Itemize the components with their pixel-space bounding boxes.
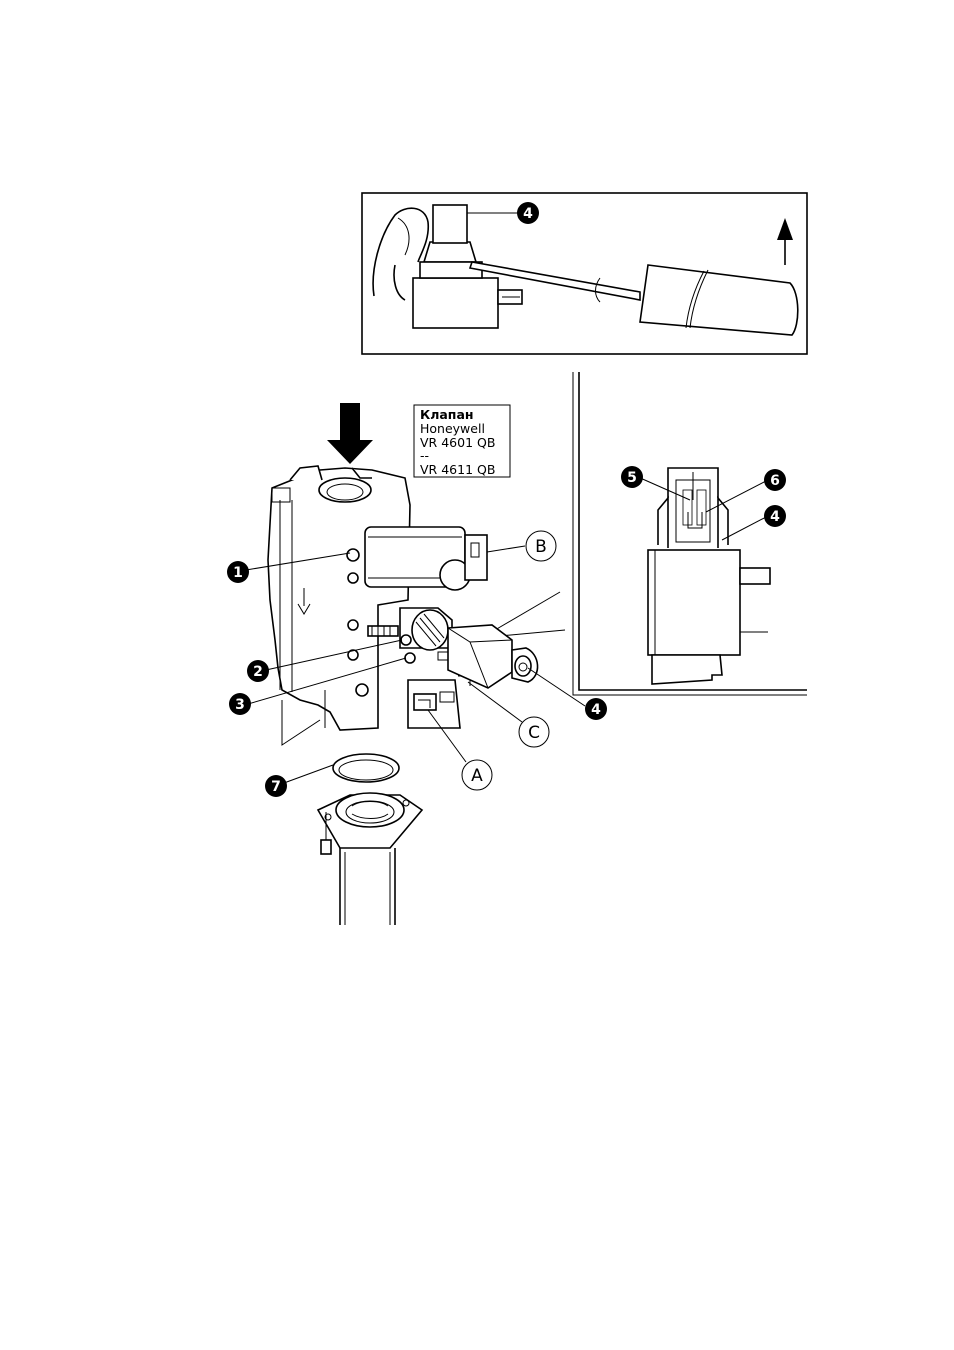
removal-detail-panel: 4 (362, 193, 807, 354)
valve-label-model-2: VR 4611 QB (420, 462, 495, 477)
callout-C: C (528, 723, 540, 743)
valve-label-separator: -- (420, 448, 429, 463)
up-arrow-icon (777, 218, 793, 265)
callout-1: 1 (233, 565, 243, 581)
valve-label-brand: Honeywell (420, 421, 485, 436)
valve-label-title: Клапан (420, 407, 474, 422)
coil-cap-drawing (433, 205, 467, 243)
callout-3: 3 (235, 697, 245, 713)
callout-A: A (471, 766, 483, 786)
coil-body-drawing (413, 278, 498, 328)
callout-6: 6 (770, 473, 780, 489)
gas-valve-drawing (268, 403, 538, 925)
callout-2: 2 (253, 664, 263, 680)
callout-5: 5 (627, 470, 637, 486)
callout-4-inset: 4 (770, 509, 780, 525)
callout-7: 7 (271, 779, 281, 795)
callout-4-top: 4 (523, 206, 533, 222)
callout-4-main: 4 (591, 702, 601, 718)
valve-label-model-1: VR 4601 QB (420, 435, 495, 450)
valve-model-label: Клапан Honeywell VR 4601 QB -- VR 4611 Q… (414, 405, 510, 477)
callout-B: B (535, 537, 547, 557)
down-arrow-icon (327, 403, 373, 464)
